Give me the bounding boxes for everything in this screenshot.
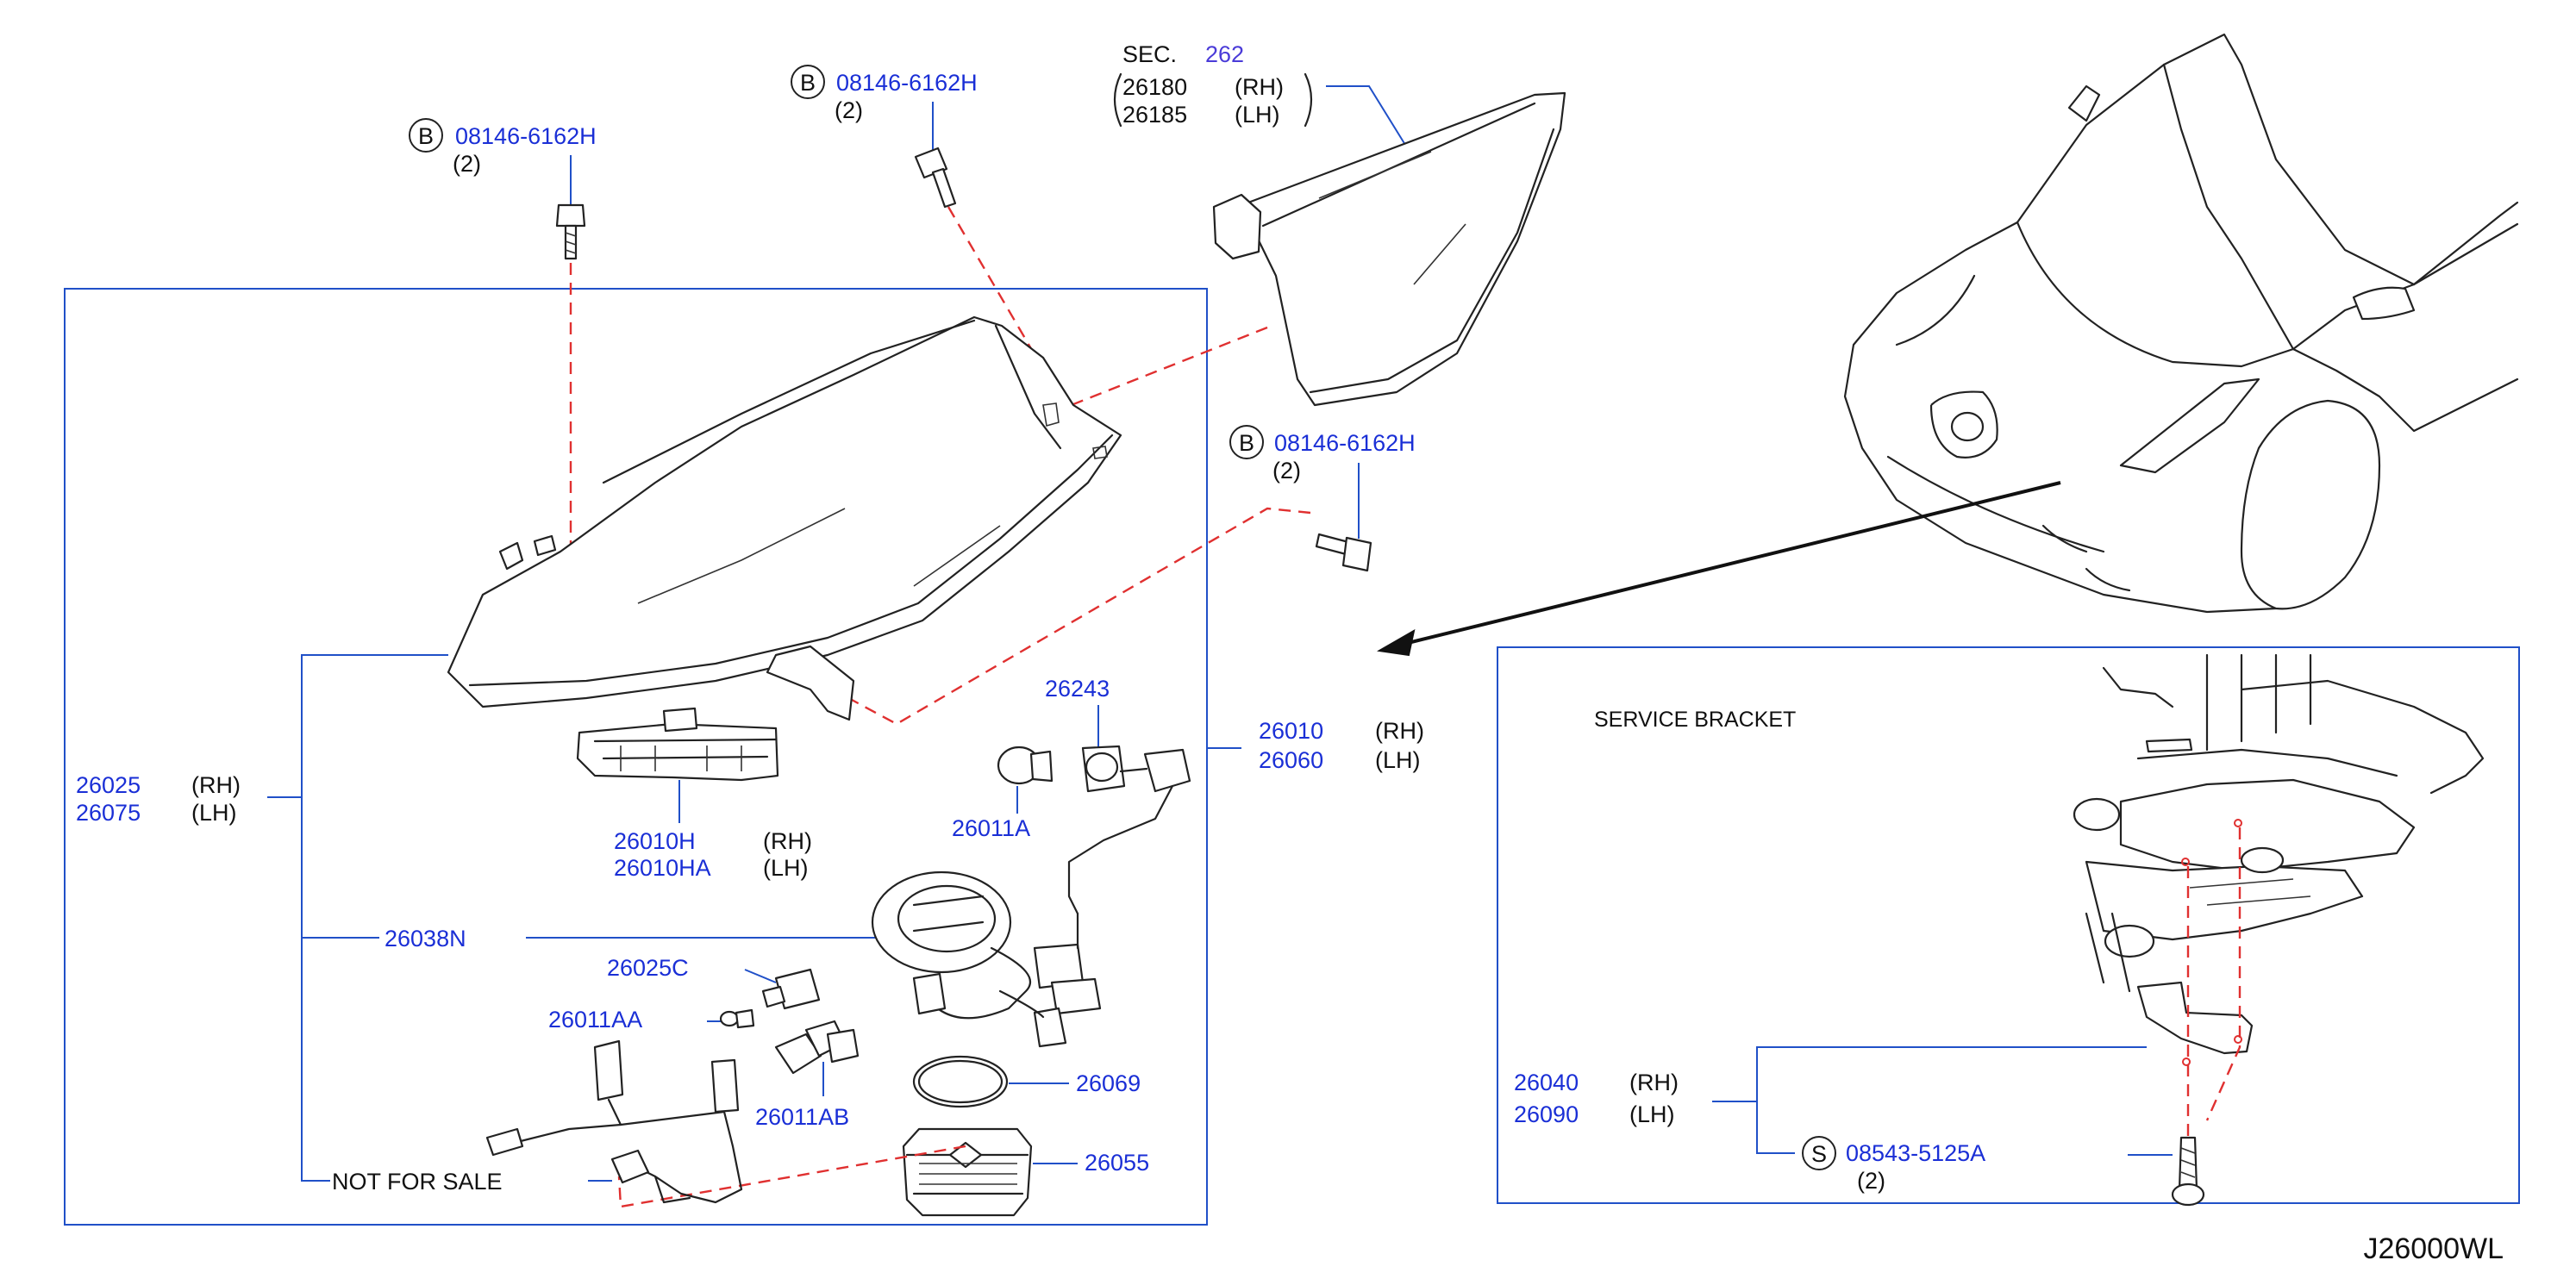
detail-arrow-line	[1400, 481, 2061, 646]
side-lh: (LH)	[763, 855, 809, 881]
part-number-lh[interactable]: 26010HA	[614, 855, 711, 881]
bulb-side-part-number[interactable]: 26011A	[952, 815, 1030, 841]
part-number-rh[interactable]: 26010H	[614, 828, 696, 854]
bolt-mark-letter: B	[418, 123, 434, 149]
bolt-quantity: (2)	[453, 151, 481, 177]
side-lh: (LH)	[191, 800, 237, 826]
service-bracket-title: SERVICE BRACKET	[1594, 708, 1796, 732]
screw-quantity: (2)	[1857, 1168, 1885, 1194]
not-for-sale-label: NOT FOR SALE	[332, 1169, 503, 1195]
side-rh: (RH)	[191, 772, 241, 798]
harness-part	[871, 870, 1102, 1048]
part-number-lh[interactable]: 26060	[1259, 747, 1323, 773]
bulb-main-part	[774, 1020, 860, 1075]
headlamp-group-frame	[64, 288, 1208, 1226]
part-number-rh[interactable]: 26010	[1259, 718, 1323, 744]
bulb-small-part-number[interactable]: 26011AA	[548, 1007, 642, 1033]
bolt-top-mid-icon	[914, 147, 957, 209]
side-lh: (LH)	[1375, 747, 1421, 773]
section-item-side: (LH)	[1235, 102, 1280, 128]
bolt-mark-icon	[791, 65, 825, 99]
bolt-quantity: (2)	[1272, 458, 1301, 484]
screw-mark-icon	[1802, 1136, 1836, 1170]
bracket-alignment-path	[2205, 827, 2241, 1121]
side-lh: (LH)	[1629, 1101, 1675, 1127]
bulb-small-part	[719, 1008, 755, 1029]
service-bracket-part	[2136, 819, 2254, 1066]
service-bracket-underbody	[2073, 653, 2485, 993]
seal-part-number[interactable]: 26069	[1076, 1070, 1141, 1096]
bulb-main-part-number[interactable]: 26011AB	[755, 1104, 849, 1130]
bulb-socket-leader	[744, 969, 777, 983]
bolt-right-path	[840, 507, 1311, 726]
service-bracket-frame	[1497, 646, 2520, 1204]
section-item-part: 26180	[1122, 74, 1187, 100]
harness-label[interactable]: 26038N	[385, 926, 466, 951]
screw-mark-letter: S	[1811, 1141, 1827, 1167]
lens-housing-label[interactable]: 26025 (RH) 26075 (LH)	[76, 772, 241, 826]
lens-bracket-leader	[301, 654, 448, 1182]
part-number-rh[interactable]: 26040	[1514, 1070, 1579, 1095]
screw-label[interactable]: S 08543-5125A (2)	[1802, 1136, 1985, 1194]
bulb-socket-part-number[interactable]: 26025C	[607, 955, 689, 981]
bolt-quantity: (2)	[835, 97, 863, 123]
section-leader	[1326, 85, 1406, 146]
left-paren	[1113, 72, 1122, 128]
side-rh: (RH)	[763, 828, 812, 854]
bolt-part-number[interactable]: 08146-6162H	[1274, 430, 1416, 456]
bolt-right-label[interactable]: B 08146-6162H (2)	[1229, 425, 1416, 484]
ballast-part	[902, 1127, 1033, 1217]
bolt-part-number[interactable]: 08146-6162H	[455, 123, 597, 149]
bolt-top-left-label[interactable]: B 08146-6162H (2)	[409, 118, 597, 177]
ballast-part-number[interactable]: 26055	[1085, 1150, 1149, 1176]
bolt-top-mid-label[interactable]: B 08146-6162H (2)	[791, 65, 978, 123]
side-rh: (RH)	[1375, 718, 1424, 744]
seal-ring-inner	[917, 1059, 1004, 1104]
screw-part-number[interactable]: 08543-5125A	[1846, 1140, 1985, 1166]
bolt-part-number[interactable]: 08146-6162H	[836, 70, 978, 96]
section-prefix: SEC.	[1122, 41, 1177, 67]
bracket-leader	[1756, 1046, 2147, 1154]
bulb-socket-part	[761, 968, 821, 1010]
bolt-mark-letter: B	[800, 70, 816, 96]
bolt-mark-letter: B	[1239, 430, 1254, 456]
bracket-housing-part	[576, 707, 779, 782]
section-reference[interactable]: SEC. 262 26180 (RH) 26185 (LH)	[1113, 41, 1313, 128]
sub-harness-part	[485, 1039, 743, 1204]
bolt-top-left-icon	[555, 203, 586, 260]
headlamp-assembly-label[interactable]: 26010 (RH) 26060 (LH)	[1259, 718, 1424, 773]
seal-ring-part	[912, 1055, 1009, 1108]
headlamp-housing-part	[447, 315, 1122, 721]
service-bracket-screw-icon	[2171, 1136, 2205, 1207]
part-number-rh[interactable]: 26025	[76, 772, 141, 798]
socket-part-number[interactable]: 26243	[1045, 676, 1110, 702]
side-rh: (RH)	[1629, 1070, 1679, 1095]
harness-part-number[interactable]: 26038N	[385, 926, 466, 951]
vehicle-front-illustration	[1843, 33, 2519, 614]
bolt-mark-icon	[409, 118, 443, 153]
headlamp-cover-part	[1212, 91, 1566, 407]
part-number-lh[interactable]: 26090	[1514, 1101, 1579, 1127]
section-item-side: (RH)	[1235, 74, 1284, 100]
bolt-right-icon	[1315, 533, 1372, 572]
bracket-housing-label[interactable]: 26010H (RH) 26010HA (LH)	[614, 828, 812, 881]
cover-alignment-path	[1060, 326, 1268, 411]
diagram-code: J26000WL	[2363, 1232, 2504, 1265]
detail-arrow-head	[1377, 629, 1416, 657]
socket-part	[997, 745, 1191, 915]
section-number[interactable]: 262	[1205, 41, 1244, 67]
section-item-part: 26185	[1122, 102, 1187, 128]
right-paren	[1304, 72, 1313, 128]
service-bracket-label[interactable]: 26040 (RH) 26090 (LH)	[1514, 1070, 1679, 1127]
part-number-lh[interactable]: 26075	[76, 800, 141, 826]
bolt-mark-icon	[1229, 425, 1264, 459]
